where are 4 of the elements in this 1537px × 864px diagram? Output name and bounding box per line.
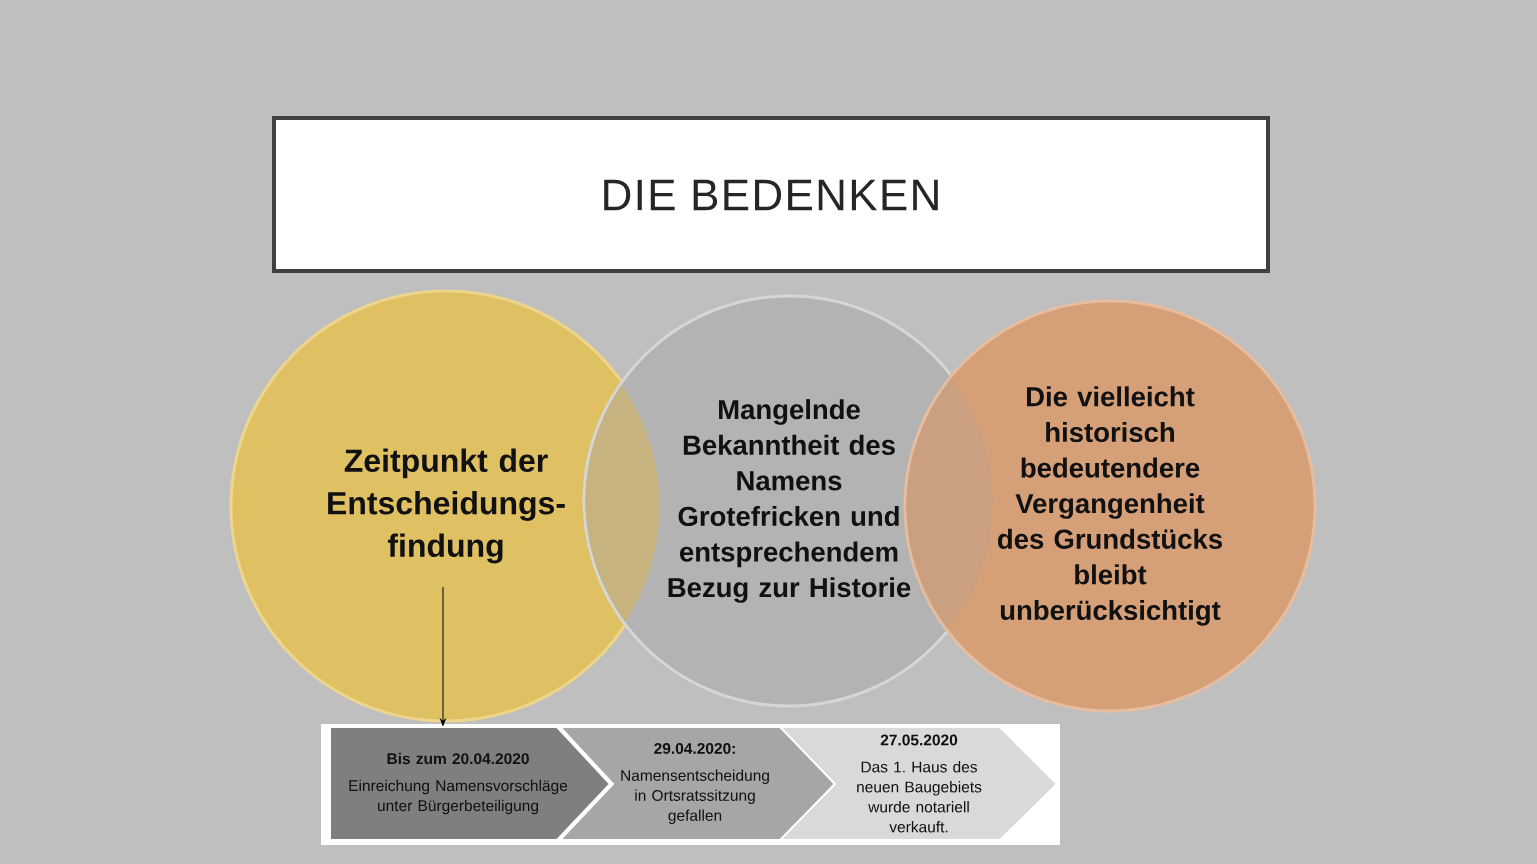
chevron-step: Bis zum 20.04.2020 Einreichung Namensvorschläge unter Bürgerbeteiligung [329,726,612,841]
title-box: DIE BEDENKEN [272,116,1270,273]
chevron-step: 27.05.2020 Das 1. Haus des neuen Baugebiets wurde notariell verkauft. [777,726,1059,841]
arrow [440,586,446,726]
